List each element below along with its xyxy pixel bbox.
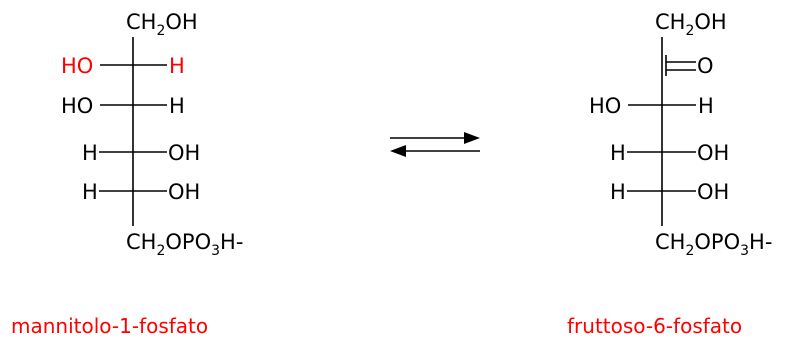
right-row2-right: OH <box>697 141 729 165</box>
right-row2-left: H <box>610 141 626 165</box>
right-carbonyl-oxygen: O <box>697 54 714 78</box>
right-row1-right: H <box>698 94 714 118</box>
left-row3-right: OH <box>168 141 200 165</box>
mannitol-phosphate-structure: CH2OH HO H HO H H OH H OH CH2OPO3H- <box>61 10 243 259</box>
left-bottom-group: CH2OPO3H- <box>126 230 243 259</box>
right-compound-name: fruttoso-6-fosfato <box>567 314 742 338</box>
left-row4-right: OH <box>168 180 200 204</box>
left-row1-left: HO <box>61 54 93 78</box>
left-top-group: CH2OH <box>126 10 198 39</box>
left-row3-left: H <box>82 141 98 165</box>
forward-arrowhead <box>464 132 480 144</box>
fructose-phosphate-structure: CH2OH O HO H H OH H OH CH2OPO3H- <box>589 10 772 259</box>
equilibrium-arrows-icon <box>390 132 480 157</box>
right-row3-left: H <box>610 180 626 204</box>
right-bottom-group: CH2OPO3H- <box>655 230 772 259</box>
reverse-arrowhead <box>390 145 406 157</box>
left-row1-right: H <box>169 54 185 78</box>
right-row3-right: OH <box>697 180 729 204</box>
right-top-group: CH2OH <box>655 10 727 39</box>
left-row2-left: HO <box>61 94 93 118</box>
left-row2-right: H <box>169 94 185 118</box>
left-row4-left: H <box>82 180 98 204</box>
right-row1-left: HO <box>589 94 621 118</box>
left-compound-name: mannitolo-1-fosfato <box>11 314 208 338</box>
